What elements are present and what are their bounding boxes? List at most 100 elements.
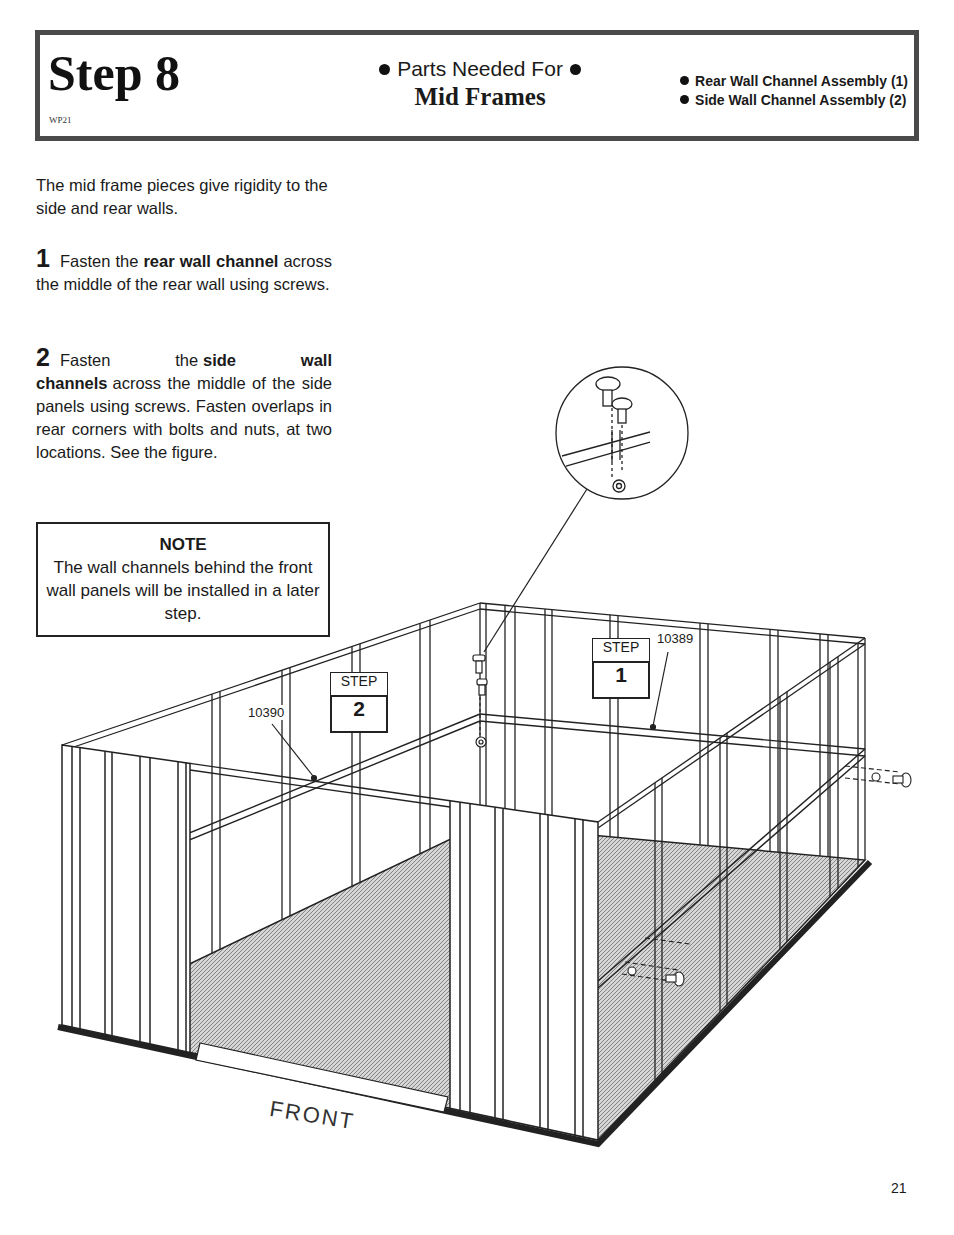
- front-left-panel-part: [111, 752, 113, 1035]
- corner-bolts-part: [477, 679, 487, 685]
- step-leaders-part: [651, 725, 656, 730]
- zoom-detail-part: [556, 367, 688, 499]
- zoom-detail: [556, 367, 688, 499]
- corner-bolts-part: [476, 661, 482, 673]
- front-left-panel-part: [104, 751, 106, 1034]
- step-box: STEP2: [330, 672, 388, 733]
- parts-heading: Parts Needed ForMid Frames: [310, 57, 650, 113]
- part-name: Side Wall Channel Assembly (2): [695, 92, 906, 108]
- left-wall-part: [485, 604, 486, 826]
- front-left-panel-part: [79, 748, 81, 1029]
- step-word: STEP: [330, 672, 388, 696]
- instruction-number: 1: [36, 244, 50, 272]
- front-right-panel-part: [547, 815, 549, 1130]
- exploded-bolt-lower-part: [645, 938, 690, 944]
- parts-heading-row: Parts Needed For: [310, 57, 650, 81]
- right-wall: [598, 638, 865, 1080]
- step-leaders-part: [653, 652, 668, 726]
- sheet-code: WP21: [49, 115, 72, 125]
- exploded-bolt-upper-part: [872, 773, 880, 781]
- front-left-panel-part: [177, 762, 179, 1050]
- header-band: Step 8 WP21 Parts Needed ForMid Frames Rear…: [35, 30, 919, 141]
- note-body: The wall channels behind the front wall …: [46, 556, 320, 625]
- corner-bolts-part: [476, 737, 486, 747]
- zoom-detail-part: [566, 442, 650, 466]
- exploded-bolt-lower-part: [628, 967, 636, 975]
- rear-wall-channel-part: [480, 714, 865, 749]
- side-wall-channel-right-part: [598, 756, 865, 988]
- instruction-paragraph: 1Fasten therear wall channelacross the m…: [36, 244, 332, 296]
- part-number: 10390: [247, 705, 285, 720]
- corner-bolts: [473, 655, 487, 747]
- front-right-panel-part: [469, 804, 471, 1113]
- note-heading: NOTE: [46, 534, 320, 556]
- front-marker: FRONT: [268, 1096, 357, 1135]
- exploded-bolt-upper: [845, 766, 911, 787]
- front-right-panel-part: [494, 807, 496, 1118]
- parts-list: Rear Wall Channel Assembly (1) Side Wall …: [680, 70, 908, 108]
- rear-wall-channel: [480, 714, 865, 756]
- front-left-panel-part: [185, 763, 187, 1052]
- zoom-leader-part: [484, 489, 587, 652]
- rear-wall-channel-part: [480, 721, 865, 756]
- step-number: 2: [330, 696, 388, 733]
- instruction-text: Fasten the: [60, 252, 139, 270]
- zoom-detail-part: [619, 430, 620, 460]
- front-top-rim-part: [190, 763, 450, 800]
- exploded-bolt-lower: [622, 938, 690, 986]
- zoom-detail-part: [618, 409, 626, 423]
- instruction-paragraph: 2Fasten theside wall channelsacross the …: [36, 343, 332, 464]
- front-right-panel-part: [450, 801, 598, 1140]
- side-wall-channel-right: [598, 749, 865, 988]
- side-wall-channel-right-part: [598, 749, 865, 981]
- parts-list-row: Side Wall Channel Assembly (2): [680, 89, 908, 108]
- zoom-detail-part: [562, 432, 650, 456]
- step-leaders-part: [312, 776, 317, 781]
- zoom-leader: [484, 489, 587, 652]
- bullet-dot: [379, 64, 390, 75]
- front-right-panel-part: [574, 819, 576, 1135]
- exploded-bolt-upper-part: [845, 766, 900, 772]
- step-title: Step 8: [48, 48, 180, 98]
- front-right-panel: [450, 801, 598, 1140]
- corner-bolts-part: [479, 685, 485, 695]
- bullet-dot: [680, 95, 689, 104]
- door-threshold: [196, 1043, 448, 1112]
- front-right-panel-part: [582, 820, 584, 1137]
- zoom-detail-part: [596, 377, 620, 391]
- zoom-detail-part: [612, 398, 632, 410]
- part-name: rear wall channel: [143, 252, 278, 270]
- corner-bolts-part: [479, 740, 483, 744]
- corner-bolts-part: [473, 655, 485, 661]
- intro-text: The mid frame pieces give rigidity to th…: [36, 174, 334, 220]
- step-leaders: [272, 652, 668, 781]
- bullet-dot: [680, 76, 689, 85]
- front-left-panel-part: [149, 758, 151, 1044]
- front-left-panel-part: [139, 756, 141, 1041]
- front-left-panel-part: [62, 745, 190, 1053]
- step-word: STEP: [592, 638, 650, 662]
- front-right-panel-part: [539, 814, 541, 1128]
- note-box: NOTEThe wall channels behind the front w…: [36, 522, 330, 637]
- front-left-panel-part: [71, 746, 73, 1027]
- part-number: 10389: [656, 631, 694, 646]
- zoom-detail-part: [611, 408, 612, 480]
- parts-needed-text: Parts Needed For: [397, 57, 563, 80]
- zoom-detail-part: [603, 390, 612, 406]
- front-right-panel-part: [459, 802, 461, 1110]
- instruction-text: Fasten the: [60, 351, 198, 369]
- parts-list-row: Rear Wall Channel Assembly (1): [680, 70, 908, 89]
- bullet-dot: [570, 64, 581, 75]
- front-right-panel-part: [502, 808, 504, 1119]
- section-name: Mid Frames: [310, 81, 650, 113]
- part-name: Rear Wall Channel Assembly (1): [695, 73, 908, 89]
- page-number: 21: [891, 1180, 907, 1196]
- exploded-bolt-lower-part: [666, 975, 676, 982]
- door-threshold-part: [196, 1043, 448, 1112]
- corner-bolts-part: [479, 697, 480, 735]
- instruction-number: 2: [36, 343, 50, 371]
- step-number: 1: [592, 662, 650, 699]
- front-top-rim: [190, 763, 450, 807]
- zoom-detail-part: [617, 484, 622, 489]
